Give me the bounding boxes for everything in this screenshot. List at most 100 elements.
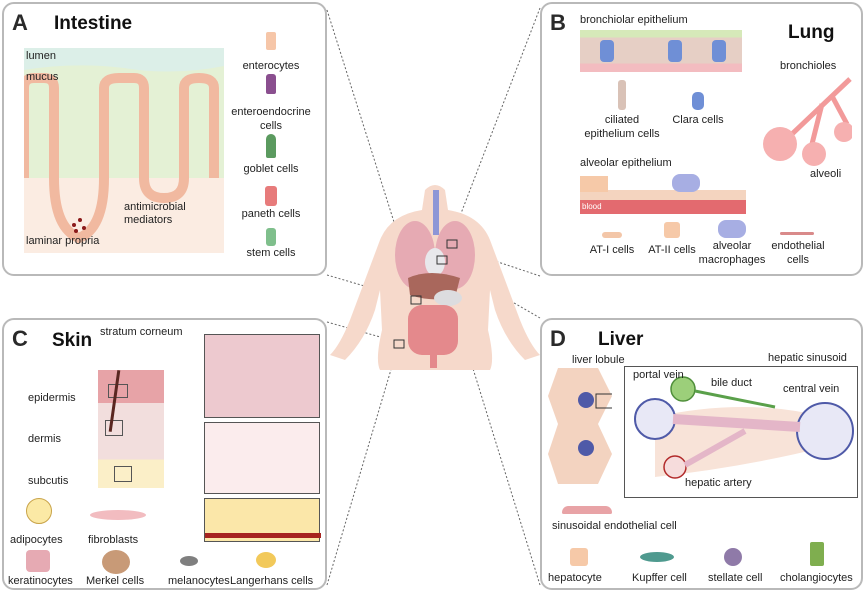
trachea [433,190,439,235]
goblet-cell-icon [266,134,276,158]
label-fibroblasts: fibroblasts [88,534,139,546]
label-central-vein: central vein [783,383,840,395]
legend-enterocytes: enterocytes [242,60,300,72]
label-at1-cells: AT-I cells [589,244,635,256]
label-adipocytes: adipocytes [10,534,63,546]
label-dermis: dermis [28,433,62,445]
legend-enteroendocrine-cells: cells [259,120,283,132]
label-epithelium-cells: epithelium cells [584,128,660,140]
panel-liver: D Liver liver lobule hepatic sinusoid po… [540,318,863,590]
label-ciliated: ciliated [604,114,640,126]
label-keratinocytes: keratinocytes [8,575,73,587]
paneth-cell-icon [265,186,277,206]
bronchioles-illustration [763,77,852,166]
legend-enteroendocrine: enteroendocrine [231,106,311,118]
liver-lobule-illustration [548,368,612,484]
label-at2-cells: AT-II cells [648,244,696,256]
label-hepatic-sinusoid: hepatic sinusoid [768,352,847,364]
intestine-villi-illustration [24,48,224,253]
hepatocyte-icon [570,548,588,566]
label-endothelial: endothelial [771,240,825,252]
label-sinusoidal-endothelial: sinusoidal endothelial cell [552,520,677,532]
panel-title: Intestine [54,13,133,34]
panel-lung: B Lung bronchiolar epithelium ciliated e… [540,2,863,276]
label-merkel-cells: Merkel cells [86,575,145,587]
lumen-region [24,48,224,72]
dermis-zoom [204,422,320,494]
label-melanocytes: melanocytes [168,575,230,587]
label-mucus: mucus [26,71,59,83]
label-lumen: lumen [26,50,56,62]
alveolar-macrophage-icon [718,220,746,238]
label-bronchiolar-epithelium: bronchiolar epithelium [580,14,688,26]
label-alveolar: alveolar [712,240,752,252]
label-clara-cells: Clara cells [672,114,724,126]
kupffer-cell-icon [640,552,674,562]
label-langerhans-cells: Langerhans cells [230,575,314,587]
alveolar-epithelium-illustration: blood [580,174,746,214]
left-lung [395,221,435,289]
keratinocyte-icon [26,550,50,572]
stem-cell-icon [266,228,276,246]
panel-letter: B [550,10,566,35]
label-stratum-corneum: stratum corneum [100,326,183,338]
ciliated-cell-icon [618,80,626,110]
label-alveolar-epithelium: alveolar epithelium [580,157,672,169]
label-bile-duct: bile duct [711,377,752,389]
label-cholangiocytes: cholangiocytes [780,572,853,584]
sinusoidal-endothelial-icon [562,506,612,514]
legend-stem-cells: stem cells [246,247,296,259]
endothelial-cell-icon [780,232,814,235]
at1-cell-icon [602,232,622,238]
at2-cell-icon [664,222,680,238]
label-macrophages: macrophages [698,254,766,266]
label-subcutis: subcutis [28,475,69,487]
legend-goblet-cells: goblet cells [243,163,299,175]
right-lung [435,221,475,289]
heart [425,248,445,276]
panel-letter: C [12,326,28,351]
intestine-zoom-marker [410,295,422,305]
merkel-cell-icon [102,550,130,574]
villi-epithelium [24,72,219,244]
langerhans-cell-icon [256,552,276,568]
panel-letter: D [550,326,566,351]
intestines-organ [408,305,458,355]
label-hepatocyte: hepatocyte [548,572,602,584]
adipocyte-icon [26,498,52,524]
label-epidermis: epidermis [28,392,76,404]
liver-zoom-marker [436,255,448,265]
human-body-illustration [330,185,540,370]
fibroblast-icon [90,510,146,520]
panel-letter: A [12,10,28,35]
stomach [434,290,462,306]
subcutis-zoom [204,498,321,542]
label-bronchioles: bronchioles [780,60,837,72]
label-hepatic-artery: hepatic artery [685,477,752,489]
melanocyte-icon [180,556,198,566]
bronchiolar-epithelium-illustration [580,30,742,72]
label-endothelial-cells: cells [786,254,810,266]
hepatic-sinusoid-panel: portal vein bile duct central vein hepat… [624,366,858,498]
epidermis-zoom [204,334,320,418]
label-laminar-propria: laminar propria [26,235,100,247]
panel-skin: C Skin stratum corneum epidermis dermis … [2,318,327,590]
rectum [430,352,437,368]
label-portal-vein: portal vein [633,369,684,381]
sinusoid-illustration [634,376,854,479]
skin-cross-section [98,370,164,488]
label-kupffer-cell: Kupffer cell [632,572,687,584]
panel-title: Skin [52,330,93,351]
panel-title: Liver [598,329,644,350]
label-stellate-cell: stellate cell [708,572,763,584]
label-blood: blood [582,202,602,211]
lung-zoom-marker [446,239,458,249]
cholangiocyte-icon [810,542,824,566]
label-liver-lobule: liver lobule [572,354,625,366]
label-mediators: mediators [124,214,173,226]
enterocyte-icon [266,32,276,50]
connector-skin-bottom [326,345,399,586]
enteroendocrine-icon [266,74,276,94]
label-antimicrobial: antimicrobial [124,201,186,213]
skin-zoom-marker [393,339,405,349]
